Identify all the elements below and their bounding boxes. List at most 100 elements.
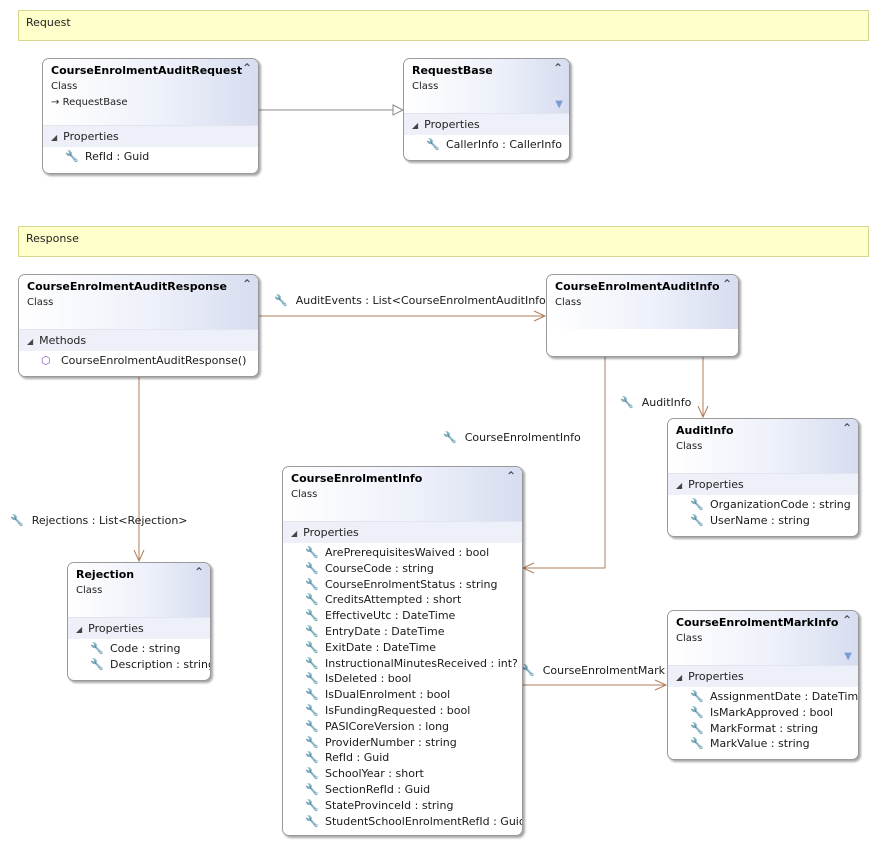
member-item[interactable]: 🔧UserName : string (690, 513, 810, 527)
member-item[interactable]: 🔧InstructionalMinutesReceived : int? (305, 656, 518, 670)
member-item[interactable]: 🔧MarkFormat : string (690, 721, 819, 735)
double-chevron-up-icon[interactable]: ⌃ (841, 421, 852, 435)
class-course-enrolment-info[interactable]: CourseEnrolmentInfo Class ⌃ ◢Properties … (282, 466, 523, 836)
wrench-icon: 🔧 (305, 593, 319, 607)
member-item[interactable]: 🔧RefId : Guid (65, 150, 150, 163)
properties-section-header[interactable]: ◢Properties (43, 125, 258, 147)
class-course-enrolment-audit-response[interactable]: CourseEnrolmentAuditResponse Class ⌃ ◢Me… (18, 274, 259, 377)
response-region: Response (18, 226, 869, 257)
member-item[interactable]: 🔧IsMarkApproved : bool (690, 705, 834, 719)
member-item[interactable]: 🔧StateProvinceId : string (305, 798, 454, 812)
double-chevron-up-icon[interactable]: ⌃ (241, 277, 252, 291)
member-item[interactable]: 🔧EntryDate : DateTime (305, 624, 445, 638)
wrench-icon: 🔧 (305, 561, 319, 575)
triangle-expanded-icon: ◢ (676, 481, 683, 490)
wrench-icon: 🔧 (90, 657, 104, 671)
member-item[interactable]: 🔧IsDualEnrolment : bool (305, 688, 451, 702)
wrench-icon: 🔧 (690, 721, 704, 735)
class-name: CourseEnrolmentAuditInfo (555, 280, 720, 293)
class-header: RequestBase Class ⌃ ▼ (404, 59, 569, 113)
member-item[interactable]: 🔧EffectiveUtc : DateTime (305, 609, 456, 623)
member-item[interactable]: 🔧CallerInfo : CallerInfo (426, 138, 562, 151)
class-name: RequestBase (412, 64, 493, 77)
member-item[interactable]: 🔧MarkValue : string (690, 737, 810, 751)
class-name: CourseEnrolmentInfo (291, 472, 423, 485)
wrench-icon: 🔧 (690, 705, 704, 719)
wrench-icon: 🔧 (305, 688, 319, 702)
methods-section-header[interactable]: ◢Methods (19, 329, 258, 351)
arrow-right-icon: → (51, 97, 60, 108)
class-name: CourseEnrolmentAuditResponse (27, 280, 227, 293)
member-item[interactable]: 🔧RefId : Guid (305, 751, 390, 765)
member-item[interactable]: 🔧IsDeleted : bool (305, 672, 412, 686)
wrench-icon: 🔧 (305, 719, 319, 733)
class-course-enrolment-audit-request[interactable]: CourseEnrolmentAuditRequest Class → Requ… (42, 58, 259, 174)
wrench-icon: 🔧 (305, 546, 319, 559)
wrench-icon: 🔧 (305, 798, 319, 812)
member-item[interactable]: 🔧AssignmentDate : DateTime (690, 690, 859, 703)
member-list: 🔧AssignmentDate : DateTime 🔧IsMarkApprov… (668, 687, 858, 756)
member-item[interactable]: 🔧SchoolYear : short (305, 767, 424, 781)
filter-icon[interactable]: ▼ (555, 99, 563, 110)
triangle-expanded-icon: ◢ (51, 133, 58, 142)
class-course-enrolment-audit-info[interactable]: CourseEnrolmentAuditInfo Class ⌃ (546, 274, 739, 357)
properties-section-header[interactable]: ◢Properties (668, 473, 858, 495)
class-course-enrolment-mark-info[interactable]: CourseEnrolmentMarkInfo Class ⌃ ▼ ◢Prope… (667, 610, 859, 760)
double-chevron-up-icon[interactable]: ⌃ (193, 565, 204, 579)
wrench-icon: 🔧 (690, 690, 704, 703)
class-header: CourseEnrolmentInfo Class ⌃ (283, 467, 522, 521)
member-list: ⬡CourseEnrolmentAuditResponse() (19, 351, 258, 373)
class-header: CourseEnrolmentAuditResponse Class ⌃ (19, 275, 258, 329)
class-rejection[interactable]: Rejection Class ⌃ ◢Properties 🔧Code : st… (67, 562, 211, 681)
member-item[interactable]: 🔧OrganizationCode : string (690, 498, 851, 511)
member-item[interactable]: 🔧Description : string (90, 657, 211, 671)
audit-info-assoc-label: 🔧AuditInfo (620, 396, 692, 409)
double-chevron-up-icon[interactable]: ⌃ (841, 613, 852, 627)
wrench-icon: 🔧 (305, 703, 319, 717)
class-kind: Class (555, 297, 582, 308)
class-kind: Class (291, 489, 318, 500)
class-name: AuditInfo (676, 424, 734, 437)
wrench-icon: 🔧 (305, 751, 319, 765)
member-item[interactable]: 🔧Code : string (90, 642, 181, 655)
double-chevron-up-icon[interactable]: ⌃ (505, 469, 516, 483)
enrolment-info-assoc-label: 🔧CourseEnrolmentInfo (443, 431, 581, 444)
wrench-icon: 🔧 (305, 577, 319, 591)
class-header: Rejection Class ⌃ (68, 563, 210, 617)
class-kind: Class (51, 81, 78, 92)
properties-section-header[interactable]: ◢Properties (283, 521, 522, 543)
member-item[interactable]: 🔧CreditsAttempted : short (305, 593, 462, 607)
wrench-icon: 🔧 (65, 150, 79, 163)
class-request-base[interactable]: RequestBase Class ⌃ ▼ ◢Properties 🔧Calle… (403, 58, 570, 161)
member-item[interactable]: 🔧StudentSchoolEnrolmentRefId : Guid (305, 814, 523, 828)
wrench-icon: 🔧 (305, 672, 319, 686)
member-item[interactable]: 🔧IsFundingRequested : bool (305, 703, 471, 717)
double-chevron-up-icon[interactable]: ⌃ (721, 277, 732, 291)
member-item[interactable]: 🔧SectionRefId : Guid (305, 782, 431, 796)
member-item[interactable]: 🔧PASICoreVersion : long (305, 719, 450, 733)
class-kind: Class (27, 297, 54, 308)
wrench-icon: 🔧 (620, 396, 634, 409)
member-item[interactable]: 🔧ArePrerequisitesWaived : bool (305, 546, 490, 559)
class-kind: Class (676, 441, 703, 452)
wrench-icon: 🔧 (305, 767, 319, 781)
properties-section-header[interactable]: ◢Properties (668, 665, 858, 687)
member-list: 🔧CallerInfo : CallerInfo (404, 135, 569, 157)
member-list: 🔧Code : string 🔧Description : string (68, 639, 210, 677)
member-item[interactable]: 🔧CourseEnrolmentStatus : string (305, 577, 498, 591)
double-chevron-up-icon[interactable]: ⌃ (552, 61, 563, 75)
properties-section-header[interactable]: ◢Properties (404, 113, 569, 135)
member-item[interactable]: ⬡CourseEnrolmentAuditResponse() (41, 354, 247, 367)
properties-section-header[interactable]: ◢Properties (68, 617, 210, 639)
class-kind: Class (676, 633, 703, 644)
double-chevron-up-icon[interactable]: ⌃ (241, 61, 252, 75)
class-kind: Class (412, 81, 439, 92)
member-item[interactable]: 🔧ExitDate : DateTime (305, 640, 437, 654)
wrench-icon: 🔧 (690, 513, 704, 527)
class-header: CourseEnrolmentAuditInfo Class ⌃ (547, 275, 738, 329)
filter-icon[interactable]: ▼ (844, 651, 852, 662)
member-item[interactable]: 🔧ProviderNumber : string (305, 735, 457, 749)
member-item[interactable]: 🔧CourseCode : string (305, 561, 434, 575)
class-audit-info[interactable]: AuditInfo Class ⌃ ◢Properties 🔧Organizat… (667, 418, 859, 537)
rejections-label: 🔧Rejections : List<Rejection> (10, 514, 188, 527)
